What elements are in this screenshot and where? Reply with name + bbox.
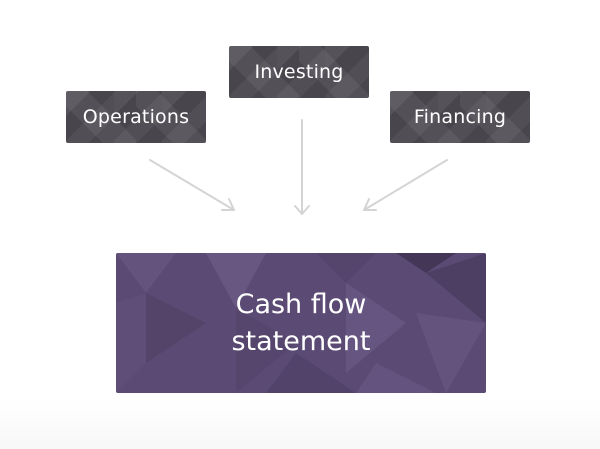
arrow-operations-to-statement <box>149 159 235 211</box>
facet-pattern <box>116 253 486 393</box>
operations-box: Operations <box>66 91 206 143</box>
investing-box: Investing <box>229 46 369 98</box>
financing-box: Financing <box>390 91 530 143</box>
investing-label: Investing <box>254 61 344 83</box>
arrow-investing-to-statement <box>294 119 310 215</box>
financing-label: Financing <box>413 106 507 128</box>
operations-label: Operations <box>82 106 190 128</box>
background-fade <box>0 400 600 449</box>
arrow-financing-to-statement <box>363 159 448 211</box>
cash-flow-statement-box: Cash flow statement <box>116 253 486 393</box>
cash-flow-statement-label: Cash flow statement <box>231 289 371 357</box>
